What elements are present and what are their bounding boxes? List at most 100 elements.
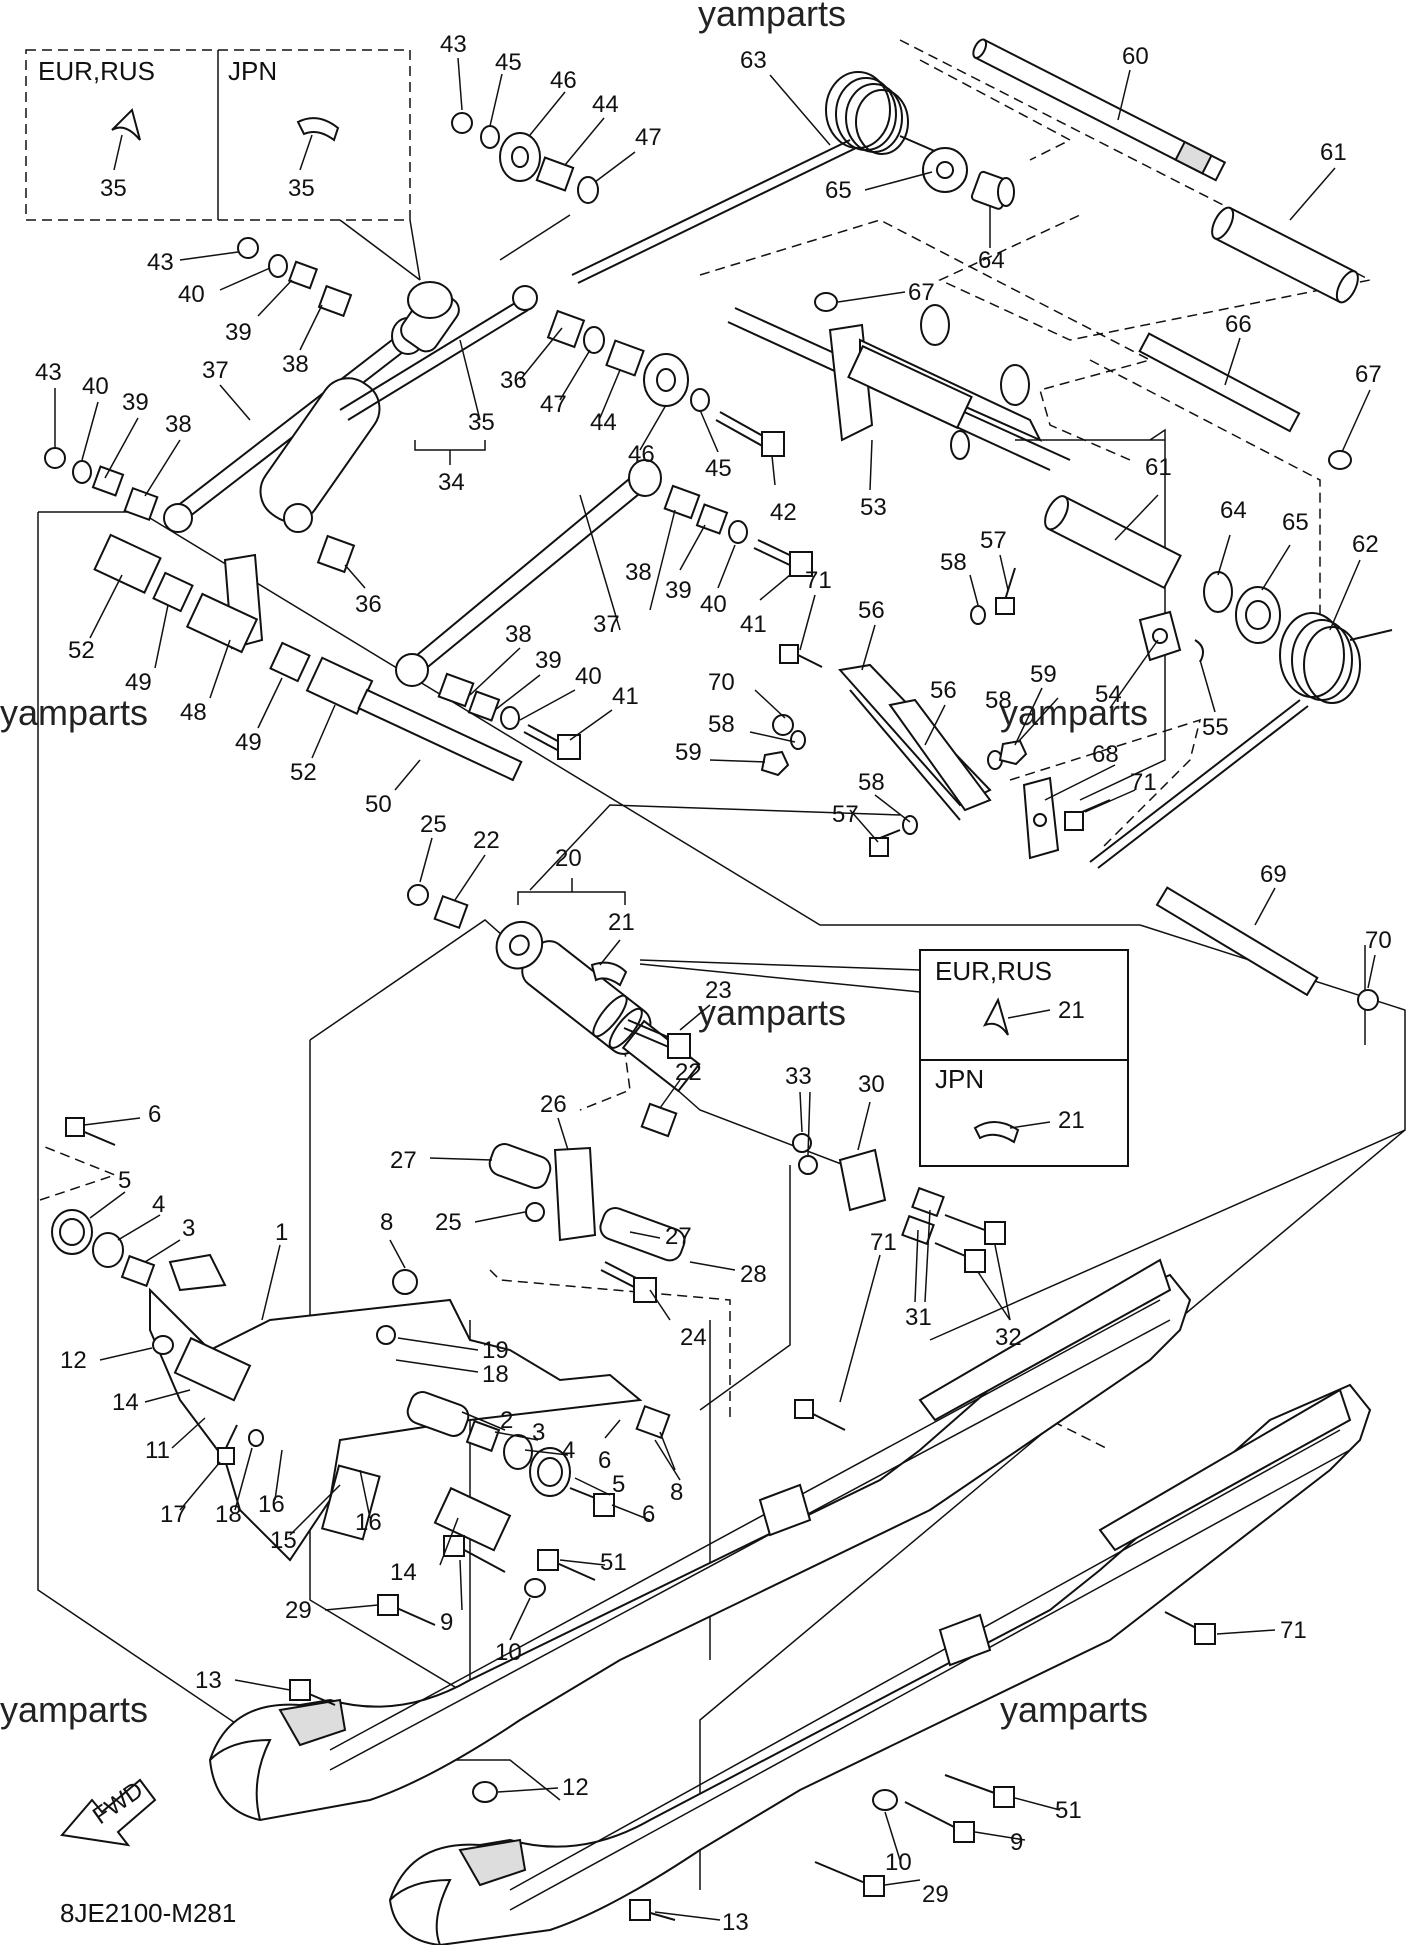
bolt-23 [623,1019,691,1059]
callout-39: 39 [225,319,252,346]
nut-59-a [760,750,790,777]
bolt-9-mid [443,1535,506,1573]
clip-55 [1194,639,1205,663]
callout-44-mid: 44 [590,409,617,436]
nut-19 [376,1325,396,1345]
callout-25-mid: 25 [435,1209,462,1236]
washer-65 [922,147,968,193]
callout-leaders [54,57,1376,1921]
pad-icon-eur [982,997,1009,1036]
bolt-51-mid [537,1549,596,1581]
collar-14-left [173,1336,252,1402]
washer-70-right [1357,989,1379,1011]
callout-45-mid: 45 [705,455,732,482]
callout-61: 61 [1320,139,1347,166]
callout-27-right: 27 [665,1223,692,1250]
collar-31-a [911,1186,945,1218]
shaft-69 [1155,886,1319,997]
bolt-71-right [1064,799,1111,831]
washer-58-b [970,605,986,625]
collar-27-left [488,1143,552,1189]
callout-5-right: 5 [612,1471,625,1498]
callout-5-left: 5 [118,1167,131,1194]
watermark-right-mid: yamparts [1000,692,1148,733]
bolt-42 [715,411,785,457]
callout-41-mid: 41 [740,611,767,638]
callout-40-left: 40 [82,373,109,400]
washer-70 [772,714,794,736]
diagram-code: 8JE2100-M281 [60,1898,236,1928]
callout-47-mid: 47 [540,391,567,418]
callout-31: 31 [905,1304,932,1331]
bolt-29-bottom [814,1861,885,1897]
callout-14-right: 14 [390,1559,417,1586]
callout-numbers: 43 45 46 44 47 63 60 61 65 64 67 66 67 4… [35,31,1392,1936]
callout-53: 53 [860,494,887,521]
washer-67-top [814,292,838,312]
callout-51-bottom: 51 [1055,1797,1082,1824]
callout-28: 28 [740,1261,767,1288]
inset-box-21-frame [919,949,1129,1167]
callout-39-left: 39 [122,389,149,416]
callout-58-right: 58 [985,687,1012,714]
callout-61-mid: 61 [1145,454,1172,481]
slide-rail-left-side [208,1258,1192,1822]
watermark-left-mid: yamparts [0,692,148,733]
upper-parts [44,38,1393,1011]
callout-52: 52 [290,759,317,786]
callout-58-left: 58 [708,711,735,738]
bolt-9-bottom [904,1801,975,1843]
callout-3-right: 3 [532,1419,545,1446]
bolt-57-b [995,567,1016,615]
collar-61-mid [1044,495,1182,590]
bolt-6-top [65,1117,116,1146]
washer-5-right [529,1447,571,1497]
callout-44: 44 [592,91,619,118]
shock-20 [407,878,701,1138]
watermark-center: yamparts [698,992,846,1033]
shock-34 [259,281,538,533]
callout-38: 38 [282,351,309,378]
callout-65: 65 [825,177,852,204]
bracket-30 [838,1148,887,1212]
washer-12-bottom [472,1781,498,1803]
nut-25-top [407,884,429,906]
callout-13-bottom: 13 [722,1909,749,1936]
bolt-51-bottom [944,1774,1015,1808]
bolt-6-right [569,1487,615,1517]
bolt-13-bottom [629,1899,676,1921]
torsion-spring-63 [571,71,961,284]
callout-9-bottom: 9 [1010,1829,1023,1856]
watermark-right-bottom: yamparts [1000,1689,1148,1730]
bracket-26 [553,1146,597,1242]
pad-icon-jpn [973,1121,1020,1144]
bushing-4-right [503,1434,533,1470]
torsion-spring-62 [1089,612,1393,869]
bolt-17 [217,1424,238,1465]
callout-26: 26 [540,1091,567,1118]
inset-21-top-part: 21 [1058,997,1085,1024]
link-assembly [488,1133,1006,1303]
callout-14-left: 14 [112,1389,139,1416]
callout-47: 47 [635,124,662,151]
callout-17: 17 [160,1501,187,1528]
callout-48: 48 [180,699,207,726]
shaft-66 [1138,332,1301,433]
block-54 [1138,610,1182,662]
callout-68: 68 [1092,741,1119,768]
bushing-64-top [970,170,1015,210]
callout-29-bottom: 29 [922,1881,949,1908]
callout-43-mid: 43 [147,249,174,276]
callout-20: 20 [555,845,582,872]
callout-35: 35 [468,409,495,436]
callout-38-mid: 38 [625,559,652,586]
slide-rails [208,1258,1372,1945]
bolt-71-mid [779,644,823,668]
callout-43-left: 43 [35,359,62,386]
callout-41-low: 41 [612,683,639,710]
bolt-41-lower [523,724,581,760]
callout-34: 34 [438,469,465,496]
callout-39-low: 39 [535,647,562,674]
washer-18 [248,1429,264,1447]
callout-71-right: 71 [1130,769,1157,796]
